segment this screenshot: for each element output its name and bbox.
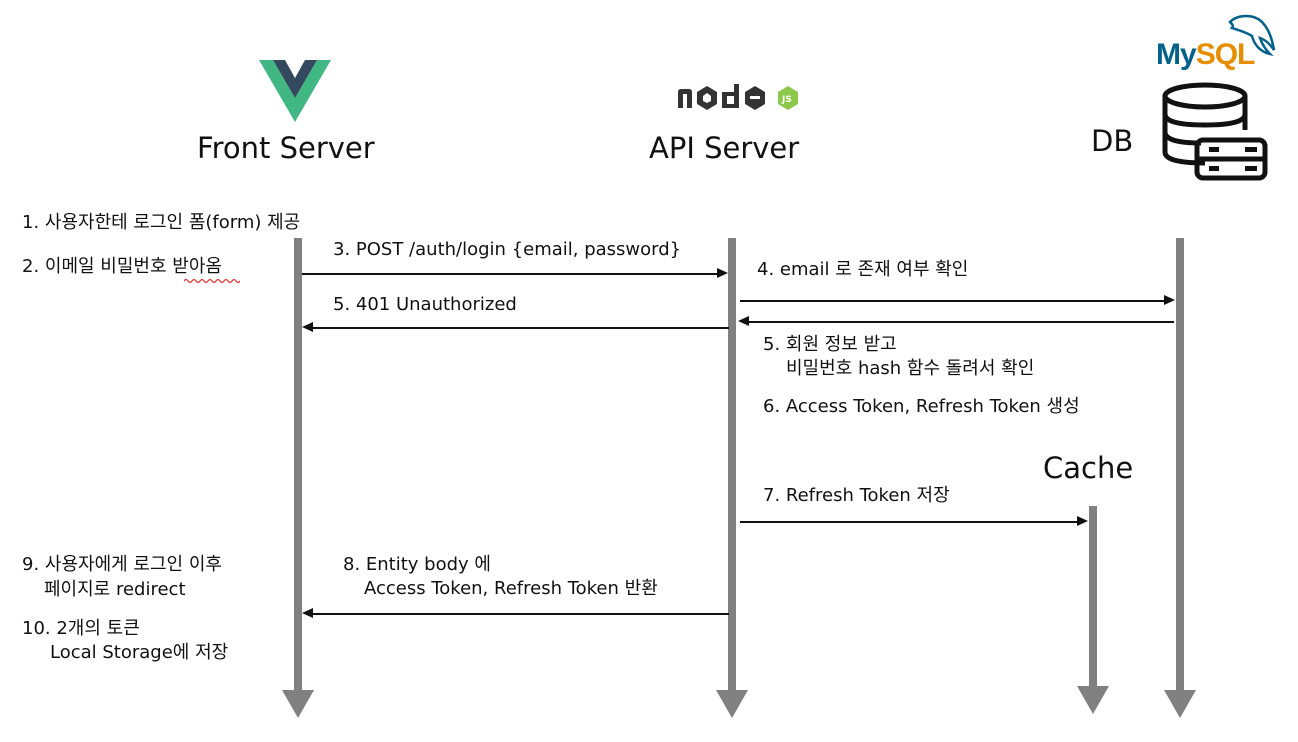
spellcheck-underline [184,278,240,284]
db-lifeline [1176,238,1184,692]
dolphin-icon [1228,14,1276,57]
front-server-title: Front Server [197,131,375,165]
arrow-email-check-head [1164,295,1175,305]
api-lifeline [728,238,736,692]
arrow-unauthorized [313,327,729,329]
mysql-logo: MySQL [1156,38,1256,72]
step-8-label-line2: Access Token, Refresh Token 반환 [364,578,658,599]
step-5-verify-label-line2: 비밀번호 hash 함수 돌려서 확인 [786,358,1035,379]
step-7-label: 7. Refresh Token 저장 [763,485,950,506]
step-8-label-line1: 8. Entity body 에 [343,554,491,575]
front-lifeline [294,238,302,692]
step-10-label-line1: 10. 2개의 토큰 [22,618,140,639]
step-4-label: 4. email 로 존재 여부 확인 [757,259,969,280]
arrow-member-info-head [738,316,749,326]
arrow-member-info [749,321,1174,323]
step-6-label: 6. Access Token, Refresh Token 생성 [763,396,1080,417]
mysql-logo-my: My [1156,38,1197,71]
step-1-label: 1. 사용자한테 로그인 폼(form) 제공 [22,212,301,233]
cache-lifeline-arrowhead [1077,686,1109,714]
arrow-login-request-head [717,268,728,278]
front-lifeline-arrowhead [282,690,314,718]
api-lifeline-arrowhead [716,690,748,718]
arrow-email-check [740,300,1165,302]
nodejs-badge-text: JS [781,95,792,105]
arrow-return-tokens-head [302,608,313,618]
arrow-unauthorized-head [302,322,313,332]
step-3-label: 3. POST /auth/login {email, password} [333,239,682,260]
db-lifeline-arrowhead [1164,690,1196,718]
cache-lifeline [1089,506,1097,688]
arrow-return-tokens [313,613,729,615]
nodejs-logo-icon: JS [678,84,798,110]
arrow-store-refresh-token-head [1077,516,1088,526]
api-server-title: API Server [649,131,800,165]
arrow-store-refresh-token [740,521,1077,523]
mysql-logo-sql: SQL [1195,38,1256,71]
db-title: DB [1091,124,1134,158]
cache-title: Cache [1043,451,1134,485]
arrow-login-request [302,273,717,275]
vue-logo-icon [259,60,331,122]
database-icon [1162,82,1268,181]
step-5-verify-label-line1: 5. 회원 정보 받고 [763,334,897,355]
step-5-unauthorized-label: 5. 401 Unauthorized [333,294,517,315]
step-9-label-line2: 페이지로 redirect [44,579,186,600]
step-2-label: 2. 이메일 비밀번호 받아옴 [22,256,222,277]
step-10-label-line2: Local Storage에 저장 [50,642,229,663]
step-9-label-line1: 9. 사용자에게 로그인 이후 [22,554,222,575]
